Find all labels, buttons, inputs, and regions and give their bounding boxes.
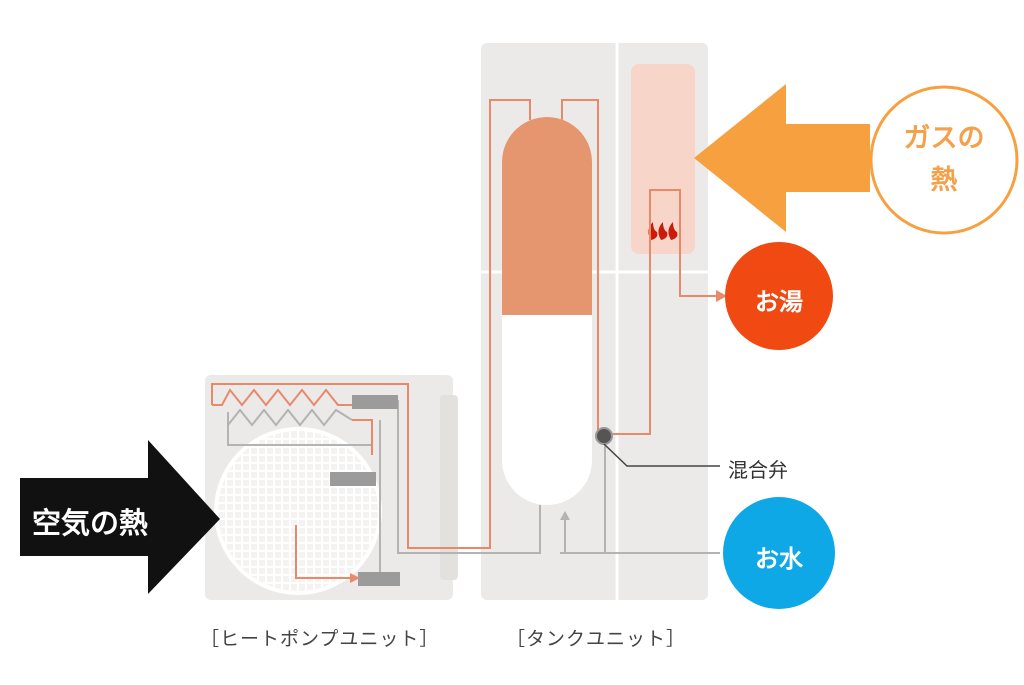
bottom-pipe-arrow [350,573,360,583]
tank-unit-label: ［タンクユニット］ [506,628,687,650]
internal-pipe-left [352,419,373,455]
air-heat-label: 空気の熱 [32,506,149,540]
heat-pump-unit-fin [440,395,458,580]
air-heat-arrow [20,440,220,594]
cold-water-bubble [723,497,835,609]
water-circuit-pipe [211,99,531,549]
compressor-block [352,395,398,409]
flame-icon [648,222,678,240]
hot-water-bubble [725,242,833,350]
hot-water-tank [502,117,592,505]
mixing-to-burner-pipe [606,189,716,435]
heat-exchanger-coil [212,388,352,407]
gas-heat-label: ガスの 熱 [871,118,1017,202]
hot-water-label: お湯 [755,288,803,316]
tank-outlet-pipe [561,99,599,432]
bottom-internal-pipe [295,525,350,579]
gas-heat-arrow [694,84,870,232]
expansion-block [330,472,376,486]
mixing-valve-leader [603,443,720,467]
gas-heat-bubble [869,85,1019,235]
tank-inlet-pipe [564,520,720,554]
fan-icon [214,427,382,595]
heat-exchanger-coil-inner [227,408,353,427]
cold-water-label: お水 [755,545,803,573]
mixing-valve-icon [595,427,613,445]
mixing-valve-label: 混合弁 [728,458,788,482]
tank-inlet-arrow [560,511,570,520]
hot-water-outlet-arrow [716,290,727,302]
bottom-block [358,572,400,586]
gas-heat-label-line2: 熱 [930,165,958,196]
heat-pump-unit-label: ［ヒートポンプユニット］ [200,628,440,650]
gas-heat-label-line1: ガスの [903,123,985,154]
